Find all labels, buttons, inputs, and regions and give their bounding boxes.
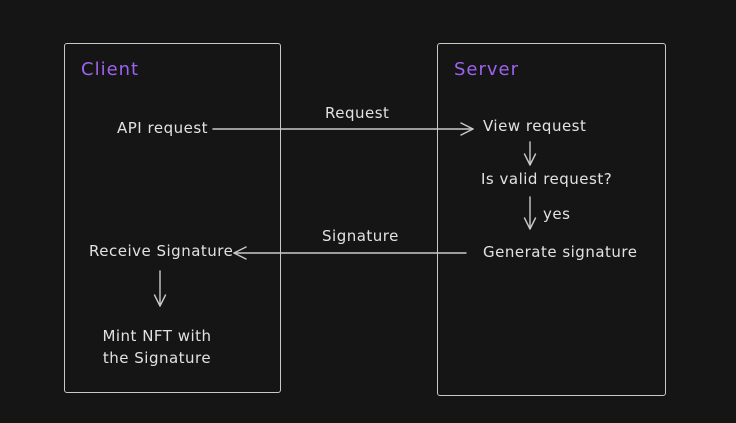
generate-signature-node: Generate signature	[483, 243, 638, 261]
request-arrow	[212, 122, 474, 136]
valid-to-generate-arrow	[523, 196, 537, 230]
receive-to-mint-arrow	[153, 270, 167, 307]
api-request-node: API request	[117, 119, 209, 137]
client-box-title: Client	[81, 59, 140, 80]
signature-arrow-label: Signature	[322, 227, 399, 245]
is-valid-request-node: Is valid request?	[481, 170, 613, 188]
view-to-valid-arrow	[523, 141, 537, 166]
mint-nft-node: Mint NFT with the Signature	[102, 327, 212, 367]
server-box: Server	[437, 43, 666, 396]
signature-arrow	[233, 246, 467, 260]
server-box-title: Server	[454, 59, 520, 80]
receive-signature-node: Receive Signature	[89, 242, 234, 260]
client-box: Client	[64, 43, 281, 393]
request-arrow-label: Request	[325, 104, 390, 122]
view-request-node: View request	[483, 117, 587, 135]
yes-label: yes	[543, 205, 571, 223]
